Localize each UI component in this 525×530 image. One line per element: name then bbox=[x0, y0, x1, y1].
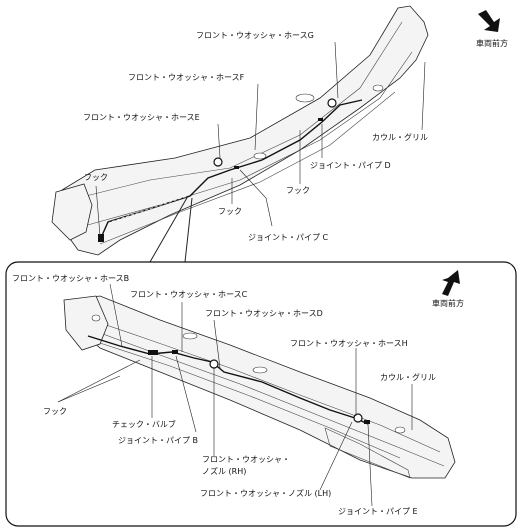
detail-view: 車両前方 フロント・ウオッシャ・ホースB フロント・ウオッシャ・ホースC フロン… bbox=[5, 261, 517, 527]
cowl-detail-left-end bbox=[63, 295, 109, 351]
cowl-detail-hole bbox=[91, 314, 101, 322]
cowl-grille-pattern bbox=[324, 427, 411, 479]
leader-hook-detail-b bbox=[57, 375, 121, 403]
cowl-left-end bbox=[51, 183, 93, 241]
label-hose-e: フロント・ウオッシャ・ホースE bbox=[83, 113, 200, 122]
cowl-panel-detail bbox=[69, 295, 456, 479]
detail-frame bbox=[5, 261, 517, 527]
label-hook-2: フック bbox=[286, 186, 310, 195]
leader-nozzle-lh bbox=[319, 421, 353, 491]
direction-label-top: 車両前方 bbox=[476, 38, 508, 48]
label-nozzle-rh-line2: ノズル (RH) bbox=[202, 466, 246, 476]
label-nozzle-rh-line1: フロント・ウオッシャ・ bbox=[202, 455, 290, 464]
label-hose-c: フロント・ウオッシャ・ホースC bbox=[130, 290, 248, 299]
leader-hose-d bbox=[213, 319, 221, 369]
cowl-hole bbox=[372, 84, 384, 92]
direction-label-detail: 車両前方 bbox=[432, 298, 464, 308]
label-hook-3: フック bbox=[218, 207, 242, 216]
front-direction-arrow-detail bbox=[442, 270, 460, 296]
label-hook-1: フック bbox=[84, 173, 108, 182]
leader-joint-pipe-c bbox=[239, 169, 273, 227]
check-valve-shape bbox=[148, 350, 158, 355]
leader-cowl-grille bbox=[421, 61, 426, 131]
label-hose-g: フロント・ウオッシャ・ホースG bbox=[196, 31, 314, 40]
washer-nozzle-lh-top bbox=[327, 98, 337, 108]
label-joint-pipe-e: ジョイント・パイプ E bbox=[338, 507, 418, 516]
cowl-hole bbox=[295, 93, 315, 103]
label-cowl-grille-top: カウル・グリル bbox=[372, 132, 428, 142]
label-check-valve: チェック・バルブ bbox=[112, 419, 176, 429]
cowl-detail-edge-1 bbox=[79, 315, 441, 453]
cowl-detail-hole bbox=[394, 426, 406, 434]
joint-pipe-d-mark bbox=[318, 118, 323, 121]
cowl-inner-edge-1 bbox=[77, 21, 403, 199]
label-cowl-grille-detail: カウル・グリル bbox=[380, 372, 436, 382]
cowl-inner-edge-2 bbox=[83, 51, 413, 227]
cowl-hole bbox=[253, 152, 267, 160]
washer-nozzle-rh-detail bbox=[209, 359, 219, 369]
joint-pipe-b-shape bbox=[172, 350, 178, 354]
label-hose-d: フロント・ウオッシャ・ホースD bbox=[205, 309, 323, 318]
leader-hook-detail-a bbox=[57, 359, 141, 403]
label-joint-pipe-c: ジョイント・パイプ C bbox=[248, 233, 329, 242]
joint-pipe-e-shape bbox=[364, 420, 370, 424]
leader-joint-pipe-b bbox=[175, 355, 197, 433]
leader-hose-f bbox=[254, 83, 259, 151]
top-view: 車両前方 フロント・ウオッシャ・ホースG フロント・ウオッシャ・ホースF フロン… bbox=[51, 5, 508, 256]
joint-pipe-c-mark bbox=[234, 166, 239, 169]
zoom-leader-right bbox=[184, 197, 193, 263]
leader-joint-pipe-e bbox=[367, 423, 373, 507]
hook-mark bbox=[98, 234, 104, 242]
label-joint-pipe-d: ジョイント・パイプ D bbox=[310, 161, 391, 170]
label-hook-detail: フック bbox=[43, 407, 67, 416]
label-hose-f: フロント・ウオッシャ・ホースF bbox=[128, 73, 245, 82]
cowl-inner-edge-3 bbox=[99, 91, 396, 245]
leader-hose-e bbox=[217, 123, 221, 159]
washer-hose-detail bbox=[87, 335, 369, 425]
leader-hose-b bbox=[109, 283, 123, 347]
front-direction-arrow-top bbox=[478, 10, 500, 32]
cowl-panel-top bbox=[57, 5, 429, 256]
cowl-detail-hole bbox=[252, 366, 268, 374]
washer-nozzle-rh-top bbox=[213, 157, 223, 167]
zoom-leader-left bbox=[149, 195, 189, 263]
label-joint-pipe-b: ジョイント・パイプ B bbox=[118, 436, 198, 445]
leader-hose-g bbox=[334, 41, 339, 99]
washer-hose-top bbox=[99, 99, 363, 241]
cowl-detail-edge-3 bbox=[99, 342, 401, 459]
leader-hook-1 bbox=[95, 185, 101, 237]
label-hose-h: フロント・ウオッシャ・ホースH bbox=[290, 339, 408, 348]
cowl-detail-hole bbox=[182, 332, 198, 340]
washer-nozzle-lh-detail bbox=[353, 413, 363, 423]
label-nozzle-lh: フロント・ウオッシャ・ノズル (LH) bbox=[200, 488, 331, 498]
label-hose-b: フロント・ウオッシャ・ホースB bbox=[12, 274, 129, 283]
